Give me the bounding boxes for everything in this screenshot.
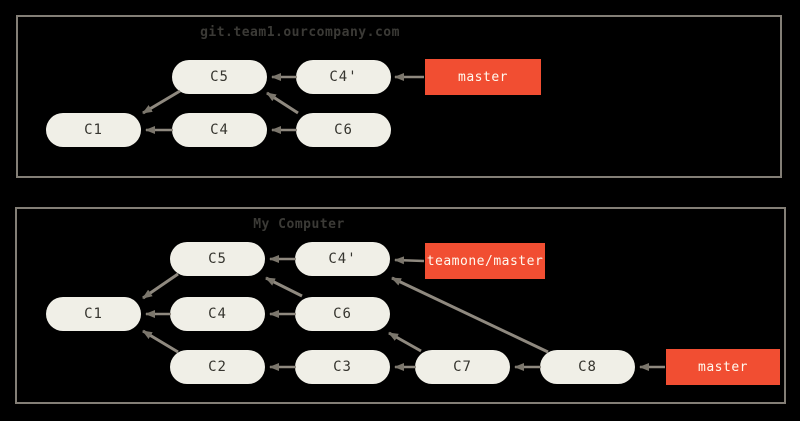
server-commit-c4: C4 (172, 113, 267, 147)
local-teamone-master-ref-badge: teamone/master (425, 243, 545, 279)
local-panel (15, 207, 786, 404)
server-commit-c6: C6 (296, 113, 391, 147)
server-master-ref-badge: master (425, 59, 541, 95)
local-commit-c4-prime: C4' (295, 242, 390, 276)
server-commit-c1: C1 (46, 113, 141, 147)
local-commit-c1: C1 (46, 297, 141, 331)
server-commit-c4-prime: C4' (296, 60, 391, 94)
local-commit-c7: C7 (415, 350, 510, 384)
local-commit-c8: C8 (540, 350, 635, 384)
local-commit-c6: C6 (295, 297, 390, 331)
local-commit-c5: C5 (170, 242, 265, 276)
local-master-ref-badge: master (666, 349, 780, 385)
server-commit-c5: C5 (172, 60, 267, 94)
server-panel (16, 15, 782, 178)
server-panel-title: git.team1.ourcompany.com (200, 25, 400, 40)
local-commit-c2: C2 (170, 350, 265, 384)
local-commit-c4: C4 (170, 297, 265, 331)
local-commit-c3: C3 (295, 350, 390, 384)
local-panel-title: My Computer (253, 217, 345, 232)
